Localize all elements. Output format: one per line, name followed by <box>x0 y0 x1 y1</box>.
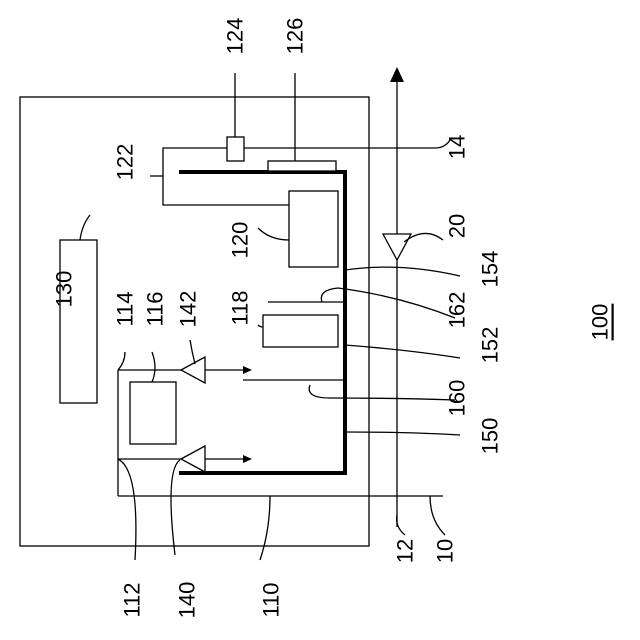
element-20 <box>383 234 411 260</box>
label-112: 112 <box>120 582 145 617</box>
label-118: 118 <box>228 290 253 325</box>
label-124: 124 <box>223 18 248 55</box>
label-10: 10 <box>433 539 458 563</box>
label-114: 114 <box>113 291 138 326</box>
label-162: 162 <box>445 292 470 329</box>
label-14: 14 <box>445 135 470 159</box>
label-160: 160 <box>445 380 470 417</box>
label-122: 122 <box>113 144 138 181</box>
component-120 <box>289 191 338 267</box>
label-150: 150 <box>478 418 503 455</box>
leader-12 <box>397 515 405 535</box>
axis-12-arrowhead <box>390 67 404 82</box>
label-154: 154 <box>478 251 503 288</box>
label-120: 120 <box>228 222 253 259</box>
component-116 <box>130 382 176 444</box>
component-118 <box>263 315 338 347</box>
label-110: 110 <box>259 582 284 617</box>
component-124 <box>227 137 244 161</box>
component-130 <box>60 240 97 403</box>
label-152: 152 <box>478 327 503 364</box>
label-12: 12 <box>393 539 418 563</box>
label-130: 130 <box>52 271 77 308</box>
label-140: 140 <box>175 582 200 619</box>
label-142: 142 <box>176 291 201 328</box>
label-116: 116 <box>143 291 168 326</box>
label-100: 100 <box>588 304 613 341</box>
component-126 <box>268 161 336 171</box>
label-126: 126 <box>283 18 308 55</box>
leader-10 <box>430 496 445 535</box>
label-20: 20 <box>445 214 470 238</box>
